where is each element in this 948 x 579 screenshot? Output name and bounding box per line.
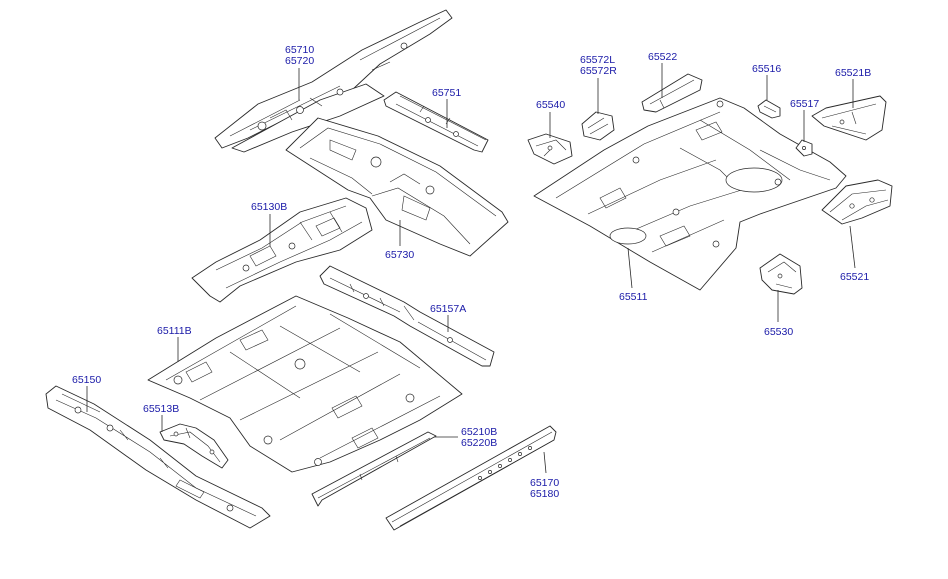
leader-lines xyxy=(86,63,856,474)
label-65572L: 65572L xyxy=(580,54,615,66)
part-65513B-bracket[interactable] xyxy=(159,423,229,469)
part-65150-side-sill-reinforcement[interactable] xyxy=(45,385,271,529)
leader-65170 xyxy=(543,451,547,474)
label-65157A: 65157A xyxy=(430,303,466,315)
part-65170-long-rail[interactable] xyxy=(385,425,557,531)
label-65511: 65511 xyxy=(619,291,648,303)
part-65540-bracket[interactable] xyxy=(527,133,573,165)
part-65530-bracket[interactable] xyxy=(759,253,803,295)
part-65511-rear-floor-panel[interactable] xyxy=(533,97,847,291)
part-65130B-front-floor-section[interactable] xyxy=(191,197,373,303)
part-number-labels: 65710 65720 65751 65130B 65730 65111B 65… xyxy=(72,44,871,500)
label-65180: 65180 xyxy=(530,488,559,500)
label-65521B: 65521B xyxy=(835,67,871,79)
part-65521-rear-member[interactable] xyxy=(821,179,893,225)
part-65710-front-side-rail[interactable] xyxy=(214,9,453,153)
label-65730: 65730 xyxy=(385,249,414,261)
label-65210B: 65210B xyxy=(461,426,497,438)
leader-65521 xyxy=(849,225,856,269)
label-65517: 65517 xyxy=(790,98,819,110)
label-65111B: 65111B xyxy=(157,325,192,337)
part-65521B-rear-crossmember[interactable] xyxy=(811,95,887,141)
label-65220B: 65220B xyxy=(461,437,497,449)
part-65157A-cross-member[interactable] xyxy=(319,265,495,367)
part-65751-crossmember[interactable] xyxy=(383,91,489,153)
label-65751: 65751 xyxy=(432,87,461,99)
label-65516: 65516 xyxy=(752,63,781,75)
label-65522: 65522 xyxy=(648,51,677,63)
leader-65511 xyxy=(627,247,633,289)
part-65522-reinforcement[interactable] xyxy=(641,73,703,113)
part-65516-small-bracket[interactable] xyxy=(757,99,781,119)
label-65170: 65170 xyxy=(530,477,559,489)
label-65130B: 65130B xyxy=(251,201,287,213)
label-65720: 65720 xyxy=(285,55,314,67)
label-65540: 65540 xyxy=(536,99,565,111)
part-65572-bracket[interactable] xyxy=(581,111,615,141)
label-65150: 65150 xyxy=(72,374,101,386)
label-65521: 65521 xyxy=(840,271,869,283)
label-65710: 65710 xyxy=(285,44,314,56)
label-65572R: 65572R xyxy=(580,65,617,77)
part-65111B-front-floor-panel[interactable] xyxy=(147,295,463,473)
label-65513B: 65513B xyxy=(143,403,179,415)
part-65210B-side-member[interactable] xyxy=(311,431,437,507)
label-65530: 65530 xyxy=(764,326,793,338)
part-65517-small-bracket[interactable] xyxy=(795,139,813,157)
part-65730-center-floor-panel[interactable] xyxy=(285,117,509,257)
